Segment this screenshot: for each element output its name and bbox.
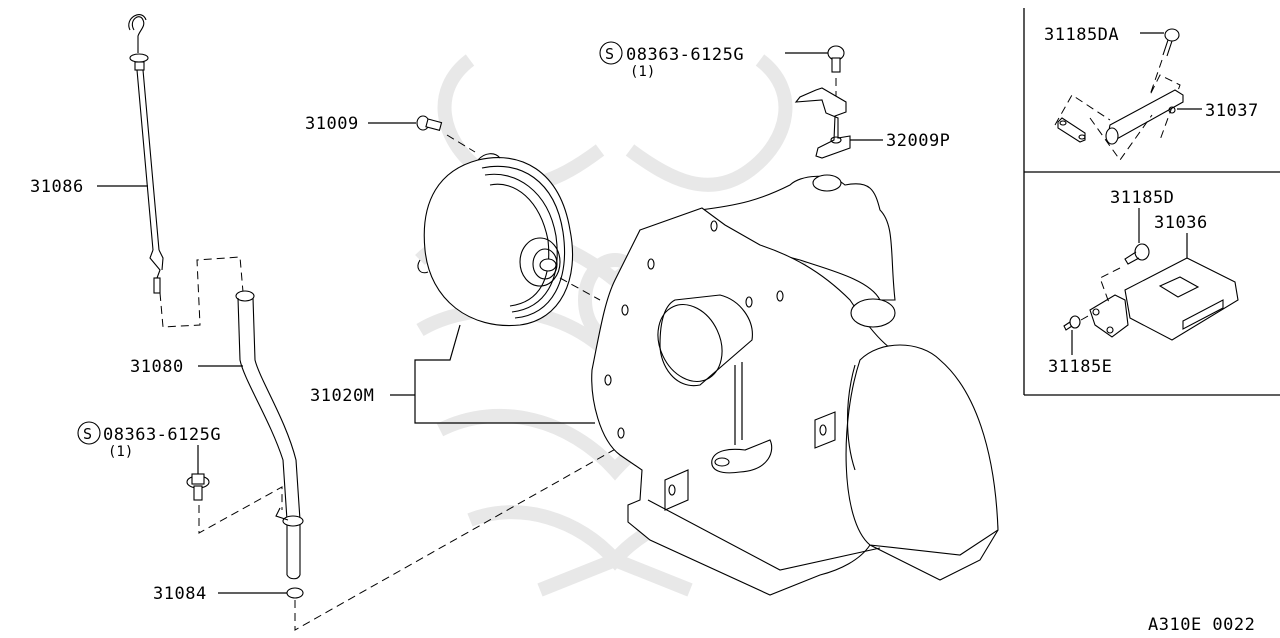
torque-converter[interactable] (417, 153, 574, 327)
inset-frame (1023, 8, 1280, 396)
std-bolt-top[interactable]: S 08363-6125G (1) (599, 41, 845, 80)
label-31080[interactable]: 31080 (130, 357, 184, 377)
dipstick-31086[interactable] (128, 14, 164, 294)
qty-std-bolt-top: (1) (630, 64, 655, 80)
label-31009[interactable]: 31009 (305, 114, 359, 134)
label-31036[interactable]: 31036 (1154, 213, 1208, 233)
diagram-code: A310E 0022 (1148, 615, 1255, 635)
label-31185DA[interactable]: 31185DA (1044, 25, 1119, 45)
label-31185D[interactable]: 31185D (1110, 188, 1174, 208)
label-std-bolt-top[interactable]: 08363-6125G (626, 45, 744, 65)
control-unit-31036[interactable] (1089, 257, 1239, 341)
dipstick-tube-31080[interactable] (235, 290, 304, 580)
bolt-31185DA[interactable] (1162, 28, 1180, 57)
label-std-bolt-left[interactable]: 08363-6125G (103, 425, 221, 445)
label-31084[interactable]: 31084 (153, 584, 207, 604)
label-31185E[interactable]: 31185E (1048, 357, 1112, 377)
standard-part-s-icon: S (605, 45, 614, 63)
std-bolt-left[interactable]: S 08363-6125G (1) (77, 421, 221, 501)
transmission-case[interactable] (591, 174, 999, 596)
label-31086[interactable]: 31086 (30, 177, 84, 197)
standard-part-s-icon: S (83, 425, 92, 443)
label-31037[interactable]: 31037 (1205, 101, 1259, 121)
bolt-31185E[interactable] (1063, 315, 1081, 331)
bracket-32009P[interactable] (794, 87, 851, 159)
qty-std-bolt-left: (1) (108, 444, 133, 460)
bolt-31009[interactable] (416, 115, 443, 132)
label-31020M[interactable]: 31020M (310, 386, 374, 406)
bolt-31185D[interactable] (1124, 243, 1150, 265)
bracket-31037[interactable] (1057, 89, 1184, 145)
o-ring-31084[interactable] (286, 587, 304, 599)
label-32009P[interactable]: 32009P (886, 131, 950, 151)
